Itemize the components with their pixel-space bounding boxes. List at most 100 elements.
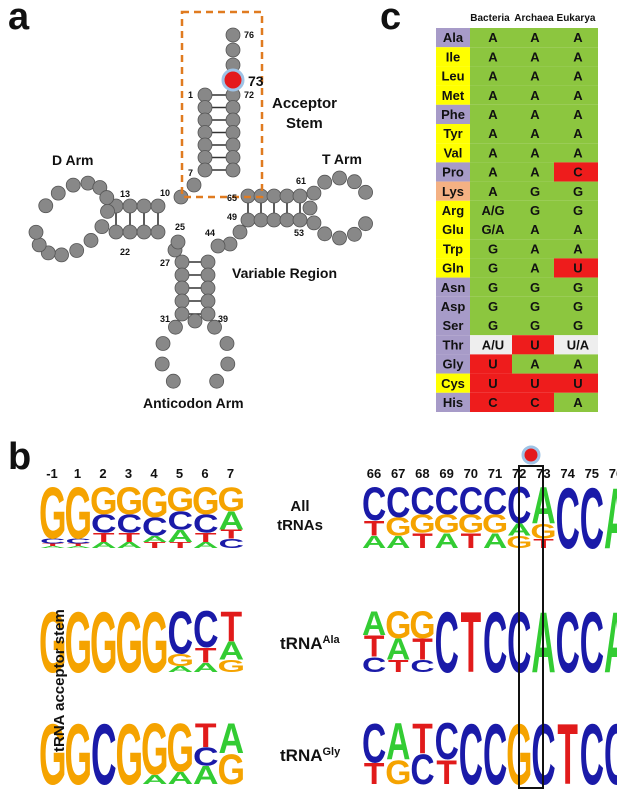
base-cell-label: A: [488, 145, 498, 160]
logo-letter: C: [167, 506, 193, 535]
base-cell: [512, 316, 554, 336]
amino-acid-label: Glu: [442, 222, 464, 237]
base-cell: [512, 28, 554, 48]
logo-letter: A: [531, 594, 555, 690]
logo-letter: T: [144, 541, 166, 550]
logo-letter: G: [39, 706, 67, 795]
logo-letter: A: [507, 520, 531, 539]
nucleotide-dots: [28, 27, 373, 389]
logo-letter: C: [65, 538, 91, 546]
nucleotide-dot: [168, 319, 183, 335]
base-cell: [554, 220, 598, 240]
amino-acid-label: Leu: [441, 69, 464, 84]
base-cell: [554, 200, 598, 220]
logo-row: ATCGATCGATCGATCGTACGTACGATCGCTAGATCAGCTG…: [39, 470, 617, 566]
nucleotide-dot: [150, 198, 166, 214]
amino-acid-cell: [436, 296, 470, 316]
logo-letter: T: [195, 644, 217, 668]
variable-region-label: Variable Region: [232, 265, 337, 281]
logo-letter: T: [388, 657, 409, 676]
logo-letter: C: [410, 657, 434, 676]
base-cell: [554, 373, 598, 393]
logo-letter: T: [412, 715, 433, 763]
base-cell: [554, 316, 598, 336]
logo-letter: C: [410, 479, 434, 523]
logo-letter: G: [506, 706, 532, 795]
position-label-13: 13: [120, 189, 130, 199]
base-cell-label: G: [488, 261, 498, 276]
nucleotide-dot: [220, 356, 236, 372]
logo-letter: T: [195, 530, 217, 545]
base-cell: [512, 277, 554, 297]
base-cell-label: G: [530, 184, 540, 199]
nucleotide-dot: [200, 267, 216, 283]
base-cell: [470, 335, 512, 355]
nucleotide-dot: [225, 137, 241, 153]
logo-position-label: 72: [512, 466, 526, 481]
base-cell-label: A: [530, 69, 540, 84]
nucleotide-dot: [197, 100, 213, 115]
base-cell: [554, 66, 598, 86]
base-cell: [554, 124, 598, 144]
base-cell-label: A: [488, 49, 498, 64]
base-cell: [512, 354, 554, 374]
panel-label-a: a: [8, 0, 30, 38]
position-label-22: 22: [120, 247, 130, 257]
logo-letter: C: [167, 600, 193, 667]
logo-letter: A: [362, 533, 386, 552]
logo-letter: T: [412, 528, 433, 552]
amino-acid-cell: [436, 239, 470, 259]
base-cell: [512, 66, 554, 86]
panel-label-b: b: [8, 436, 32, 478]
table-header-bacteria: Bacteria: [470, 13, 510, 24]
logo-letter: C: [362, 711, 386, 774]
right-position-numbers: 6667686970717273747576: [367, 466, 617, 481]
logo-letter: C: [116, 509, 142, 538]
base-cell: [554, 277, 598, 297]
base-cell-label: G: [488, 318, 498, 333]
side-label-acceptor-stem: tRNA acceptor stem: [51, 609, 68, 752]
logo-letter: T: [42, 543, 65, 547]
nucleotide-dot: [279, 212, 295, 228]
base-cell: [512, 258, 554, 278]
amino-acid-label: Ala: [443, 30, 464, 45]
base-cell-label: U: [488, 357, 497, 372]
logo-letter: C: [435, 594, 459, 690]
logo-letter: A: [142, 534, 168, 543]
logo-letter: G: [39, 474, 67, 555]
nucleotide-dot: [225, 100, 241, 115]
nucleotide-dot: [200, 293, 216, 309]
position-label-65: 65: [227, 193, 237, 203]
logo-position-label: 74: [560, 466, 575, 481]
position-label-7: 7: [188, 168, 193, 178]
acceptor-stem-label-line2: Stem: [286, 115, 323, 132]
base-cell-label: G: [530, 318, 540, 333]
nucleotide-dot: [225, 42, 241, 58]
base-cell-label: C: [530, 395, 540, 410]
base-cell-label: G: [530, 280, 540, 295]
base-cell: [470, 28, 512, 48]
logo-position-label: -1: [46, 466, 58, 481]
base-cell-label: A: [573, 49, 583, 64]
logo-letter: A: [218, 506, 244, 535]
base-cell: [554, 181, 598, 201]
logo-letter: G: [115, 594, 143, 691]
nucleotide-dot: [50, 185, 66, 201]
amino-acid-cell: [436, 124, 470, 144]
nucleotide-dot: [197, 87, 213, 103]
logo-letter: C: [362, 477, 386, 530]
base-cell: [470, 258, 512, 278]
position-label-44: 44: [205, 228, 215, 238]
logo-row: GGCGAGAGACTGATCGACTTCCCGCTCCA: [39, 706, 617, 795]
position-73-marker: [521, 445, 541, 465]
position-label-25: 25: [175, 222, 185, 232]
logo-letter: G: [409, 603, 435, 647]
logo-letter: A: [142, 772, 168, 787]
amino-acid-cell: [436, 373, 470, 393]
nucleotide-dot: [225, 27, 241, 43]
logo-letter: G: [166, 480, 194, 518]
